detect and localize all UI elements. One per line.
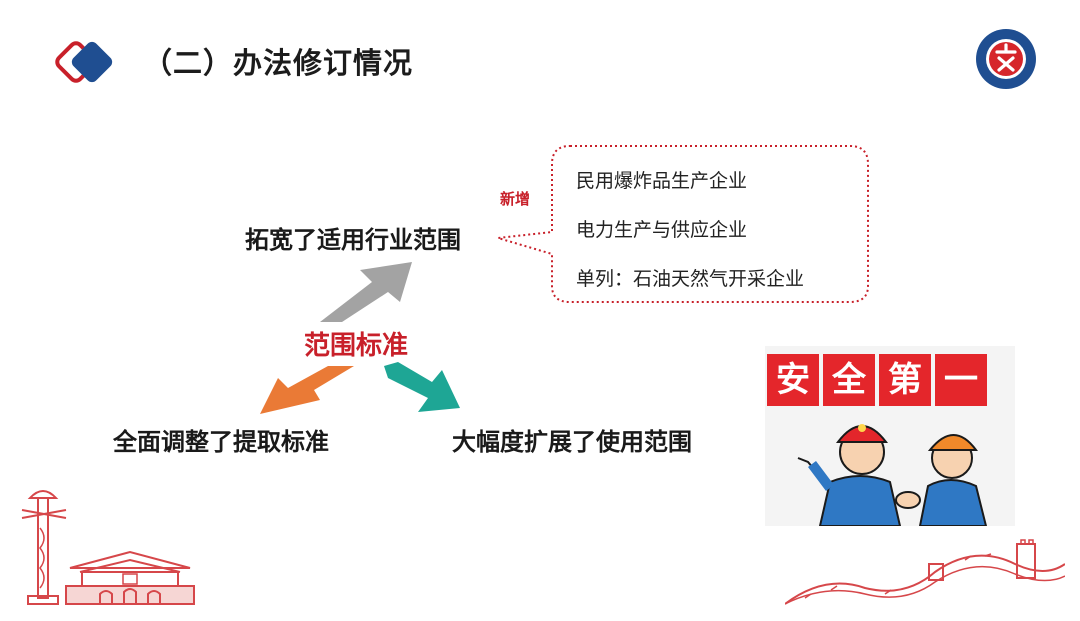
poster-char: 一: [935, 354, 987, 406]
tiananmen-gate-icon: [65, 550, 195, 605]
poster-char: 安: [767, 354, 819, 406]
teal-arrow-icon: [384, 362, 460, 412]
center-label: 范围标准: [304, 331, 409, 361]
callout-item: 民用爆炸品生产企业: [576, 170, 748, 192]
right-item-label: 大幅度扩展了使用范围: [452, 428, 692, 456]
huabiao-pillar-icon: [21, 490, 67, 605]
orange-arrow-icon: [260, 366, 354, 414]
top-item-label: 拓宽了适用行业范围: [245, 226, 461, 254]
left-item-label: 全面调整了提取标准: [113, 428, 329, 456]
header-logo-icon: [55, 41, 113, 83]
emergency-management-emblem-icon: [976, 29, 1036, 89]
workers-illustration-icon: [797, 424, 988, 526]
gray-arrow-icon: [320, 262, 412, 322]
callout-bubble: [497, 145, 869, 303]
new-tag: 新增: [500, 190, 531, 208]
page-title: （二）办法修订情况: [143, 46, 414, 80]
great-wall-icon: [785, 539, 1065, 605]
poster-char: 第: [879, 354, 931, 406]
callout-item: 单列：石油天然气开采企业: [576, 268, 805, 290]
poster-char: 全: [823, 354, 875, 406]
callout-item: 电力生产与供应企业: [576, 219, 748, 241]
